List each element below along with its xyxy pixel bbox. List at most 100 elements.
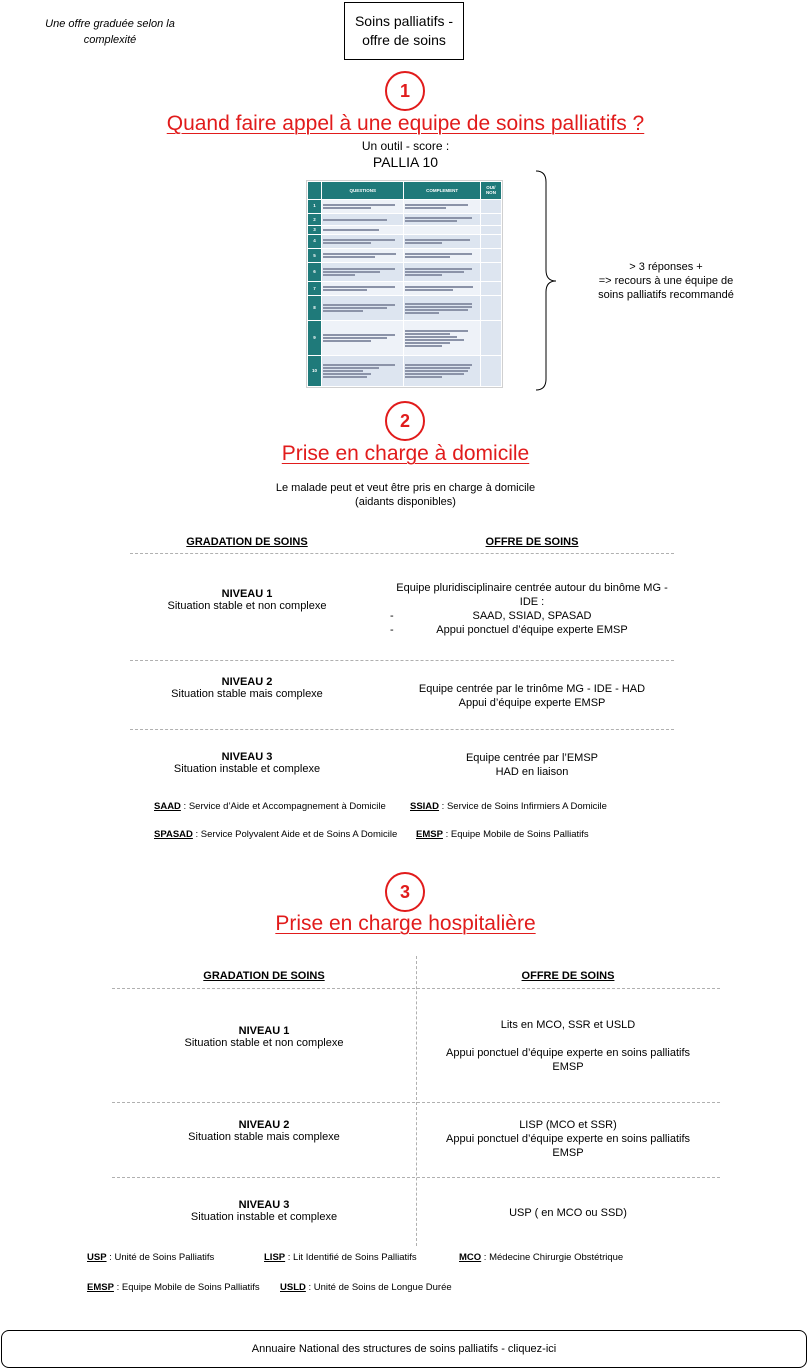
section3-title: Prise en charge hospitalière xyxy=(275,912,536,935)
level-description: Situation instable et complexe xyxy=(190,1211,338,1223)
divider xyxy=(112,1102,720,1103)
section3-col-offre: OFFRE DE SOINS xyxy=(521,970,615,982)
thumb-row-number: 4 xyxy=(307,233,323,249)
section2-level2-offer: Equipe centrée par le trinôme MG - IDE -… xyxy=(390,682,674,710)
offer-line: Appui d’équipe experte EMSP xyxy=(458,697,606,709)
section3-level1-offer: Lits en MCO, SSR et USLD Appui ponctuel … xyxy=(416,1018,720,1074)
level-description: Situation stable mais complexe xyxy=(171,688,323,700)
level-title: NIVEAU 2 xyxy=(238,1119,290,1131)
offer-line: HAD en liaison xyxy=(495,766,569,778)
thumb-row-number: 5 xyxy=(307,247,323,264)
thumb-col-ouinon-2: NON xyxy=(485,190,496,196)
legend-text: : Médecine Chirurgie Obstétrique xyxy=(481,1252,624,1263)
legend-text: : Service de Soins Infirmiers A Domicile xyxy=(439,801,607,812)
legend-item: SAAD : Service d’Aide et Accompagnement … xyxy=(154,801,386,812)
section3-col-gradation: GRADATION DE SOINS xyxy=(203,970,325,982)
section2-level1-cell: NIVEAU 1 Situation stable et non complex… xyxy=(130,588,364,612)
pallia-result-note: > 3 réponses + => recours à une équipe d… xyxy=(566,260,766,302)
section2-intro: Le malade peut et veut être pris en char… xyxy=(0,481,811,509)
column-divider xyxy=(416,956,417,1246)
offer-line: Equipe centrée par l’EMSP xyxy=(465,752,599,764)
page-title-box: Soins palliatifs - offre de soins xyxy=(344,2,464,60)
offer-line: IDE : xyxy=(519,596,545,608)
offer-line: EMSP xyxy=(552,1061,584,1073)
legend-abbr: USP xyxy=(87,1252,107,1263)
result-line-1: > 3 réponses + xyxy=(629,261,703,273)
pallia10-table-thumbnail: QUESTIONS COMPLEMENT OUI/NON 1 2 3 4 5 6… xyxy=(306,180,503,388)
divider xyxy=(130,729,674,730)
level-title: NIVEAU 2 xyxy=(221,676,273,688)
section2-level3-cell: NIVEAU 3 Situation instable et complexe xyxy=(130,751,364,775)
section3-level2-offer: LISP (MCO et SSR) Appui ponctuel d’équip… xyxy=(416,1118,720,1160)
level-title: NIVEAU 3 xyxy=(221,751,273,763)
legend-item: MCO : Médecine Chirurgie Obstétrique xyxy=(459,1252,623,1263)
offer-line: Equipe centrée par le trinôme MG - IDE -… xyxy=(418,683,646,695)
thumb-col-complement: COMPLEMENT xyxy=(403,181,481,200)
section2-number-badge: 2 xyxy=(385,401,425,441)
legend-item: LISP : Lit Identifié de Soins Palliatifs xyxy=(264,1252,417,1263)
legend-text: : Service d’Aide et Accompagnement à Dom… xyxy=(180,801,386,812)
level-description: Situation stable et non complexe xyxy=(184,1037,344,1049)
legend-abbr: SAAD xyxy=(154,801,181,812)
offer-line: Appui ponctuel d’équipe experte EMSP xyxy=(436,624,628,636)
legend-item: EMSP : Equipe Mobile de Soins Palliatifs xyxy=(87,1282,260,1293)
legend-abbr: USLD xyxy=(280,1282,306,1293)
section2-level2-cell: NIVEAU 2 Situation stable mais complexe xyxy=(130,676,364,700)
page-title-line2: offre de soins xyxy=(362,32,446,48)
offer-line: Lits en MCO, SSR et USLD xyxy=(500,1019,636,1031)
thumb-row-number: 7 xyxy=(307,280,323,297)
level-title: NIVEAU 1 xyxy=(221,588,273,600)
page-title-line1: Soins palliatifs - xyxy=(354,13,454,29)
annuaire-link-label: Annuaire National des structures de soin… xyxy=(251,1343,557,1355)
section1-title: Quand faire appel à une equipe de soins … xyxy=(166,112,645,135)
legend-item: USLD : Unité de Soins de Longue Durée xyxy=(280,1282,452,1293)
offer-line: USP ( en MCO ou SSD) xyxy=(509,1207,627,1219)
legend-abbr: EMSP xyxy=(416,829,443,840)
section3-level1-cell: NIVEAU 1 Situation stable et non complex… xyxy=(112,1025,416,1049)
section2-title: Prise en charge à domicile xyxy=(281,442,530,465)
legend-abbr: EMSP xyxy=(87,1282,114,1293)
legend-item: SPASAD : Service Polyvalent Aide et de S… xyxy=(154,829,397,840)
section3-number-badge: 3 xyxy=(385,872,425,912)
tool-name: PALLIA 10 xyxy=(372,154,439,170)
legend-text: : Equipe Mobile de Soins Palliatifs xyxy=(442,829,589,840)
legend-item: SSIAD : Service de Soins Infirmiers A Do… xyxy=(410,801,607,812)
offer-line: Appui ponctuel d’équipe experte en soins… xyxy=(446,1047,690,1059)
section3-level3-offer: USP ( en MCO ou SSD) xyxy=(416,1206,720,1220)
section2-col-gradation: GRADATION DE SOINS xyxy=(186,536,308,548)
thumb-col-questions: QUESTIONS xyxy=(321,181,405,200)
legend-item: EMSP : Equipe Mobile de Soins Palliatifs xyxy=(416,829,589,840)
level-description: Situation instable et complexe xyxy=(173,763,321,775)
divider xyxy=(112,1177,720,1178)
right-brace-icon xyxy=(535,170,557,391)
legend-text: : Equipe Mobile de Soins Palliatifs xyxy=(113,1282,260,1293)
offer-line: Appui ponctuel d’équipe experte en soins… xyxy=(446,1133,690,1145)
bullet-dash: - xyxy=(390,610,394,622)
legend-abbr: SSIAD xyxy=(410,801,440,812)
thumb-row-number: 9 xyxy=(307,320,323,357)
legend-abbr: LISP xyxy=(264,1252,286,1263)
thumb-col-ouinon-1: OUI/ xyxy=(486,185,496,191)
thumb-row-number: 6 xyxy=(307,262,323,282)
offer-line: LISP (MCO et SSR) xyxy=(519,1119,617,1131)
legend-abbr: SPASAD xyxy=(154,829,193,840)
legend-item: USP : Unité de Soins Palliatifs xyxy=(87,1252,214,1263)
section2-intro-line1: Le malade peut et veut être pris en char… xyxy=(275,482,536,494)
section1-subtitle: Un outil - score : xyxy=(361,139,450,153)
divider xyxy=(112,988,720,989)
level-title: NIVEAU 3 xyxy=(238,1199,290,1211)
level-description: Situation stable et non complexe xyxy=(167,600,327,612)
divider xyxy=(130,553,674,554)
section1-number-badge: 1 xyxy=(385,71,425,111)
bullet-dash: - xyxy=(390,624,394,636)
thumb-row-number: 10 xyxy=(307,355,323,387)
divider xyxy=(130,660,674,661)
annuaire-link-button[interactable]: Annuaire National des structures de soin… xyxy=(1,1330,807,1368)
legend-text: : Lit Identifié de Soins Palliatifs xyxy=(285,1252,417,1263)
header-note: Une offre graduée selon la complexité xyxy=(45,18,175,46)
result-line-3: soins palliatifs recommandé xyxy=(598,289,734,301)
section3-level2-cell: NIVEAU 2 Situation stable mais complexe xyxy=(112,1119,416,1143)
legend-text: : Unité de Soins Palliatifs xyxy=(106,1252,215,1263)
result-line-2: => recours à une équipe de xyxy=(598,275,734,287)
offer-line: SAAD, SSIAD, SPASAD xyxy=(472,610,592,622)
